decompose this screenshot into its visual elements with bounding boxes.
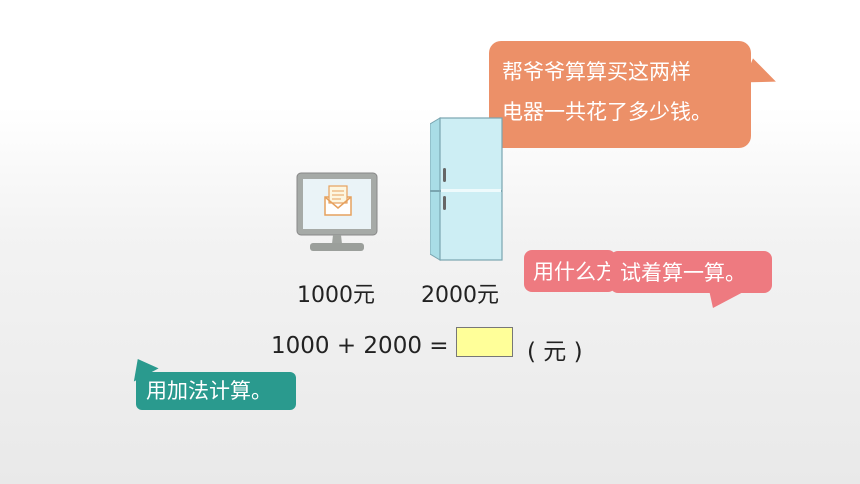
answer-box[interactable] xyxy=(456,327,513,357)
equation-expression: 1000 + 2000 = xyxy=(271,333,449,359)
envelope-icon xyxy=(324,185,352,216)
computer-price: 1000元 xyxy=(297,283,375,308)
bubble-tail xyxy=(125,352,159,382)
bubble-tail xyxy=(694,290,748,308)
method-text: 用什么方 xyxy=(533,260,616,284)
equation-unit: ( 元 ) xyxy=(527,339,583,365)
addition-bubble: 用加法计算。 xyxy=(125,352,296,410)
computer-monitor-icon xyxy=(296,172,378,251)
addition-text: 用加法计算。 xyxy=(146,379,272,403)
question-bubble: 帮爷爷算算买这两样 电器一共花了多少钱。 xyxy=(489,41,781,148)
method-bubble: 用什么方 xyxy=(524,250,616,292)
question-line-2: 电器一共花了多少钱。 xyxy=(502,100,712,124)
fridge-price: 2000元 xyxy=(421,283,499,308)
question-line-1: 帮爷爷算算买这两样 xyxy=(502,60,691,84)
refrigerator-icon xyxy=(430,117,503,261)
try-text: 试着算一算。 xyxy=(620,261,746,285)
try-bubble: 试着算一算。 xyxy=(610,251,772,308)
